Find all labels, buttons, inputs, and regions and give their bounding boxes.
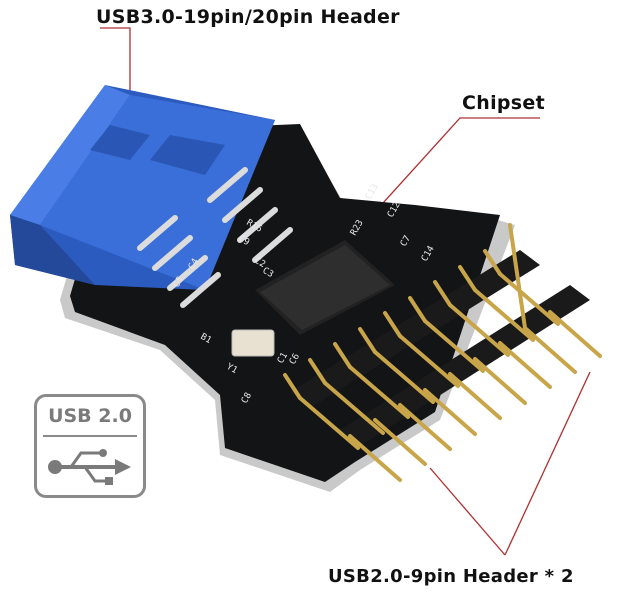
svg-text:C9: C9	[237, 234, 251, 248]
svg-text:C3: C3	[261, 266, 275, 280]
usb2-leader-line-b	[504, 371, 591, 556]
svg-text:C2: C2	[253, 256, 267, 270]
svg-text:C8: C8	[240, 391, 254, 405]
badge-divider	[43, 435, 137, 437]
svg-text:C13: C13	[364, 182, 381, 201]
usb2-badge: USB 2.0	[34, 394, 146, 498]
usb3-connector	[10, 85, 275, 290]
usb3-pins	[137, 167, 293, 308]
chipset-ic	[255, 240, 395, 335]
svg-text:C5: C5	[172, 275, 186, 289]
usb3-leader-line	[100, 27, 131, 105]
chipset-callout: Chipset	[462, 92, 545, 114]
svg-text:C7: C7	[399, 234, 413, 248]
crystal-oscillator	[231, 329, 275, 357]
gold-pins	[298, 272, 602, 482]
usb-trident-icon	[48, 449, 131, 485]
svg-text:C6: C6	[288, 352, 302, 366]
gold-pin-tops	[283, 223, 527, 400]
badge-label: USB 2.0	[48, 405, 132, 427]
svg-text:B1: B1	[199, 332, 213, 346]
svg-text:C4: C4	[187, 257, 201, 271]
usb3-header-callout: USB3.0-19pin/20pin Header	[96, 6, 400, 28]
svg-text:Y1: Y1	[225, 362, 239, 376]
usb2-header-callout: USB2.0-9pin Header * 2	[328, 566, 574, 587]
usb2-leader-line-a	[429, 467, 506, 556]
svg-text:C1: C1	[276, 351, 290, 365]
